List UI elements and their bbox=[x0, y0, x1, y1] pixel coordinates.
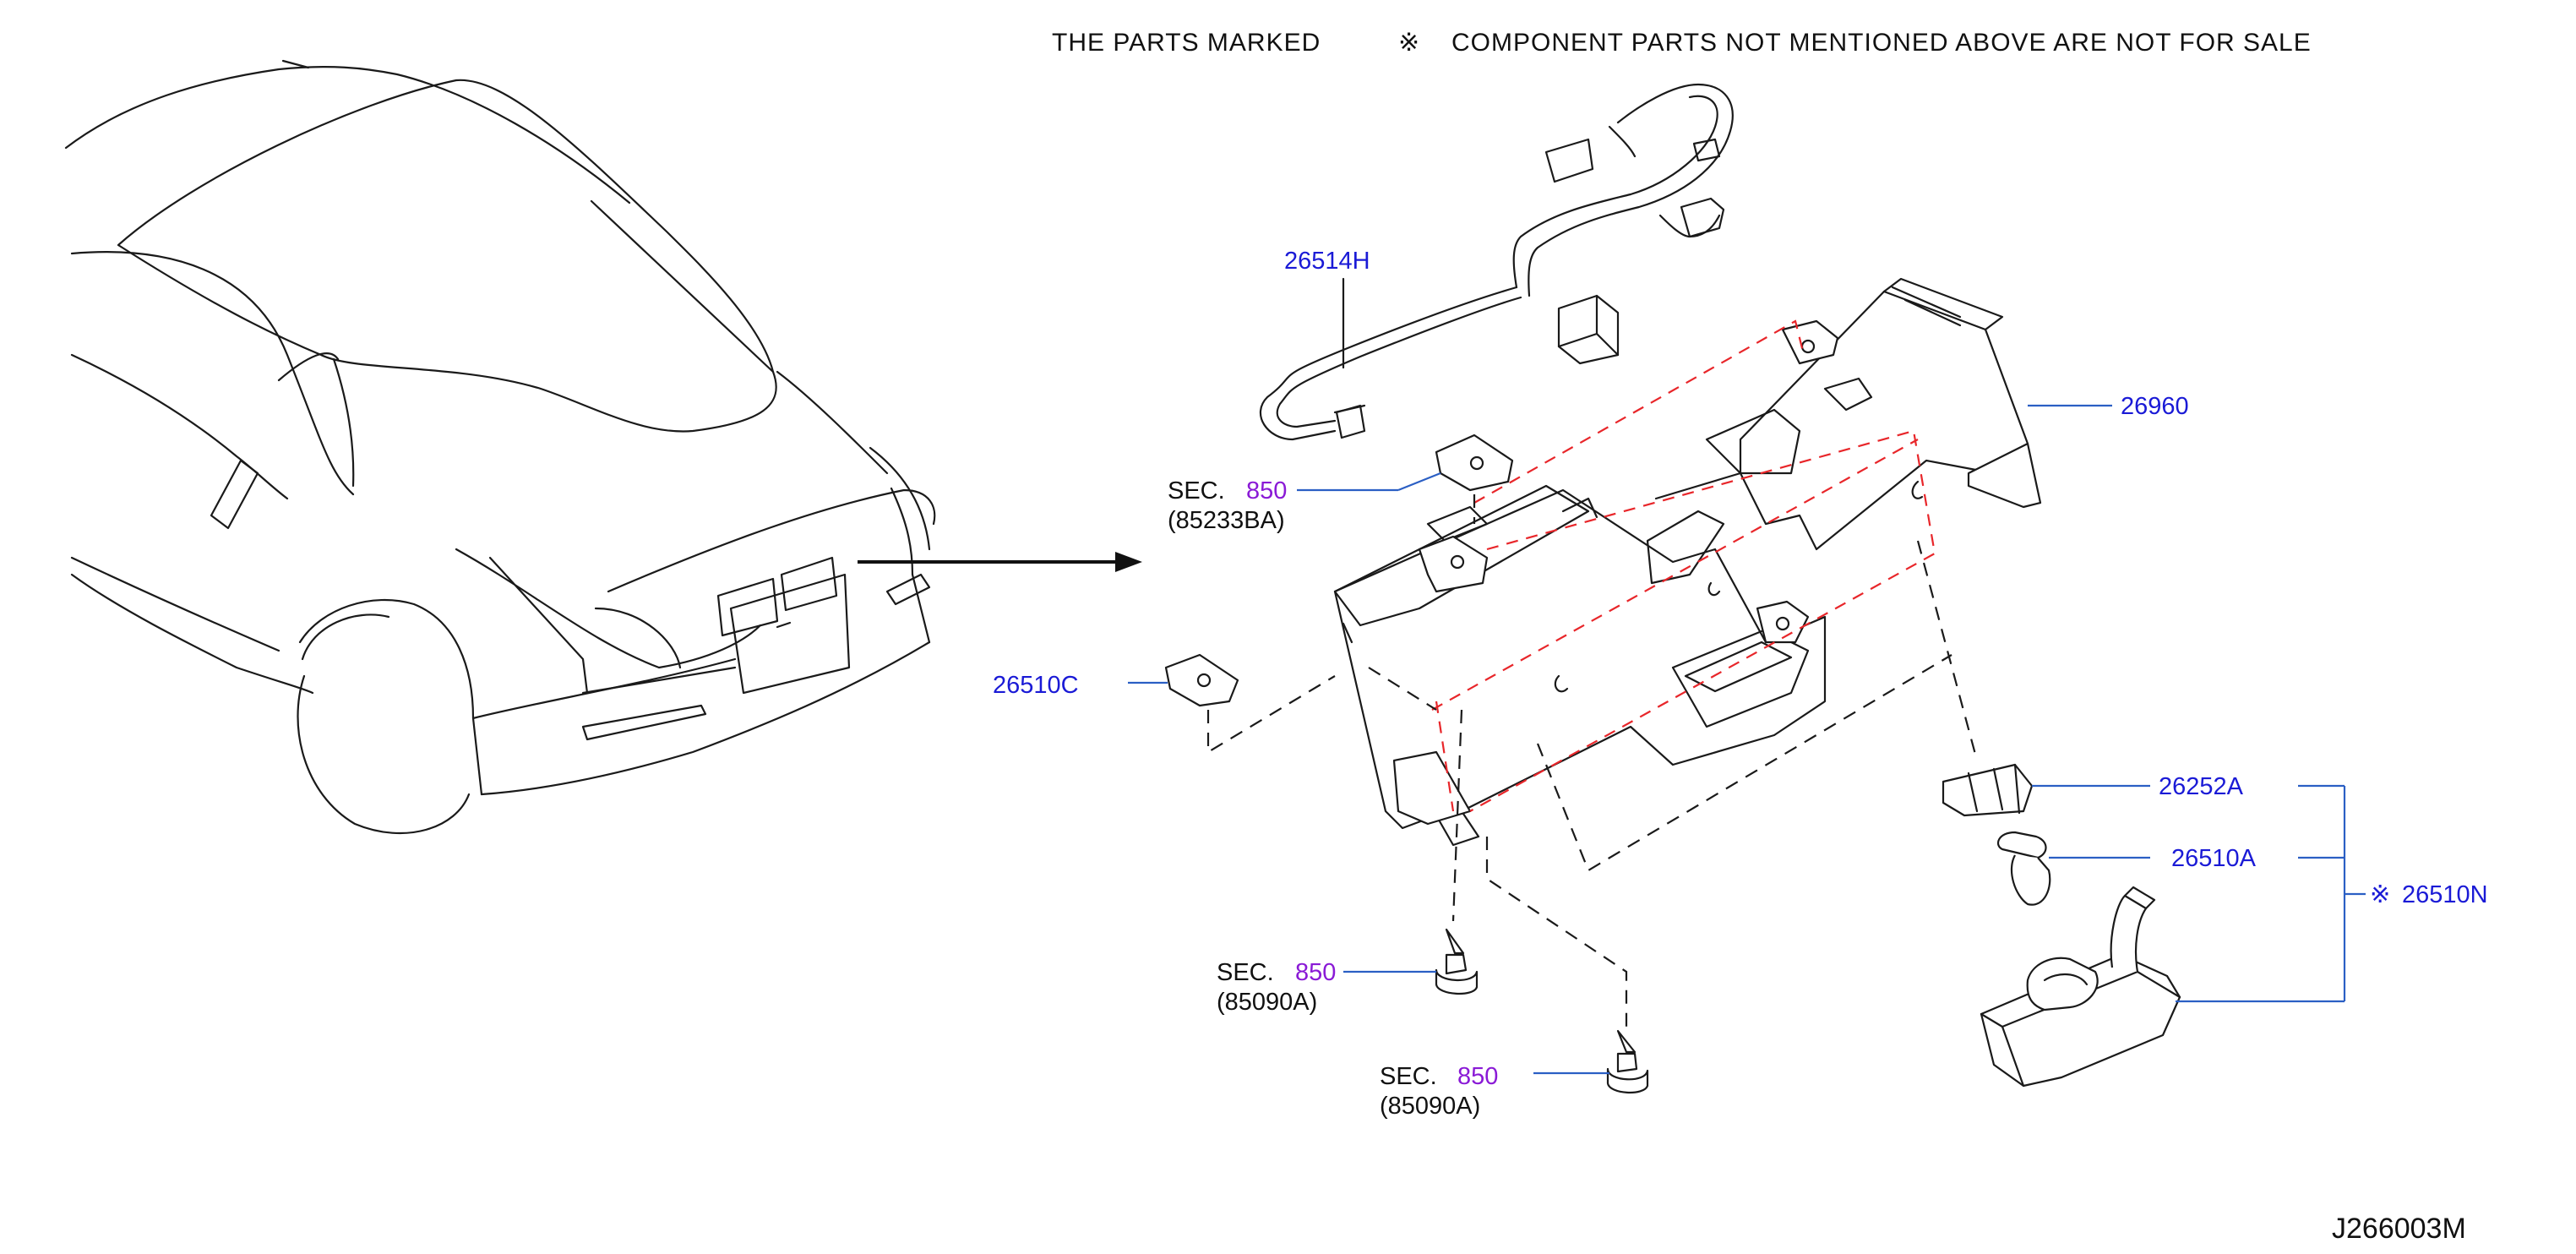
sec-part-2: (85090A) bbox=[1217, 989, 1317, 1016]
label-26252A: 26252A bbox=[2159, 773, 2244, 800]
sec-part-3: (85090A) bbox=[1380, 1093, 1480, 1120]
sec-number-1: 850 bbox=[1246, 477, 1287, 504]
label-26510C: 26510C bbox=[993, 672, 1079, 699]
label-26514H: 26514H bbox=[1284, 248, 1370, 275]
sec-number-3: 850 bbox=[1457, 1063, 1498, 1090]
header-right-text: COMPONENT PARTS NOT MENTIONED ABOVE ARE … bbox=[1451, 29, 2312, 57]
assembly-dash-lines bbox=[1206, 494, 1979, 1027]
not-for-sale-symbol-icon: ※ bbox=[1398, 29, 1420, 57]
label-26510A: 26510A bbox=[2171, 845, 2257, 872]
socket-26252A bbox=[1942, 763, 2034, 817]
harness-26514H bbox=[1259, 83, 1734, 441]
sec-part-1: (85233BA) bbox=[1168, 507, 1285, 534]
diagram-code: J266003M bbox=[2332, 1213, 2466, 1245]
header-left-text: THE PARTS MARKED bbox=[1052, 29, 1321, 57]
bolt-85090A-2 bbox=[1606, 1029, 1649, 1094]
bolt-85090A-1 bbox=[1435, 928, 1479, 995]
sec-number-2: 850 bbox=[1295, 959, 1336, 986]
hidden-outline bbox=[1431, 319, 1936, 812]
sec-prefix-3: SEC. bbox=[1380, 1063, 1437, 1090]
leader-lines bbox=[1128, 404, 2366, 1075]
bracket-26960 bbox=[1333, 277, 2042, 847]
sec-prefix-1: SEC. bbox=[1168, 477, 1225, 504]
label-26510N: 26510N bbox=[2402, 881, 2488, 908]
clip-26510C bbox=[1164, 653, 1239, 707]
lamp-26510N bbox=[1980, 886, 2181, 1088]
bulb-26510A bbox=[1996, 831, 2051, 906]
car-rear-illustration bbox=[64, 59, 936, 835]
clip-85233BA bbox=[1435, 433, 1514, 492]
assembly-arrow bbox=[858, 552, 1142, 572]
sec-prefix-2: SEC. bbox=[1217, 959, 1274, 986]
not-for-sale-marker-icon: ※ bbox=[2370, 881, 2390, 908]
label-26960: 26960 bbox=[2121, 393, 2189, 420]
